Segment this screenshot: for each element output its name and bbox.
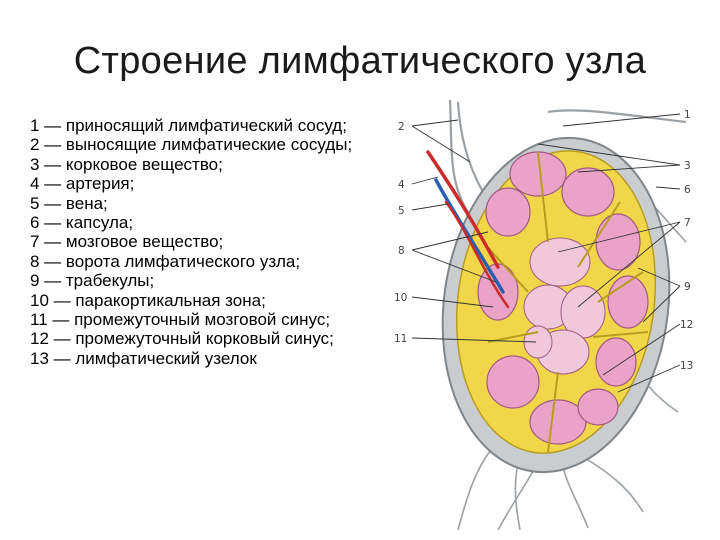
leader-lines <box>411 113 681 393</box>
label-5: 5 <box>398 205 405 217</box>
blood-vessels <box>426 150 510 309</box>
label-11: 11 <box>394 333 407 345</box>
legend-list: 1 — приносящий лимфатический сосуд; 2 — … <box>30 116 402 368</box>
label-9: 9 <box>684 281 691 293</box>
label-10: 10 <box>394 292 407 304</box>
legend-item-12: 12 — промежуточный корковый синус; <box>30 329 334 349</box>
legend-item-3: 3 — корковое вещество; <box>30 154 223 174</box>
legend-item-13: 13 — лимфатический узелок <box>30 348 257 368</box>
legend-item-10: 10 — паракортикальная зона; <box>30 290 266 310</box>
label-8: 8 <box>398 245 405 257</box>
label-1: 1 <box>684 109 691 121</box>
slide-title: Строение лимфатического узла <box>73 40 647 82</box>
lymph-node-illustration: 1 2 3 6 4 5 7 8 9 10 12 11 13 <box>388 92 700 532</box>
legend-item-6: 6 — капсула; <box>30 213 134 233</box>
legend-item-11: 11 — промежуточный мозговой синус; <box>30 310 331 330</box>
legend-item-2: 2 — выносящие лимфатические сосуды; <box>30 135 353 155</box>
legend-item-5: 5 — вена; <box>30 193 108 213</box>
legend-item-1: 1 — приносящий лимфатический сосуд; <box>30 116 347 135</box>
medulla <box>523 237 606 375</box>
label-3: 3 <box>684 160 691 172</box>
label-12: 12 <box>680 319 693 331</box>
label-4: 4 <box>398 179 405 191</box>
legend-item-9: 9 — трабекулы; <box>30 271 155 291</box>
label-7: 7 <box>684 217 691 229</box>
legend-item-4: 4 — артерия; <box>30 174 135 194</box>
legend-item-8: 8 — ворота лимфатического узла; <box>30 251 301 271</box>
label-2: 2 <box>398 121 405 133</box>
legend-item-7: 7 — мозговое вещество; <box>30 232 224 252</box>
label-6: 6 <box>684 184 691 196</box>
lymphatic-nodules <box>477 151 649 445</box>
label-13: 13 <box>680 360 693 372</box>
